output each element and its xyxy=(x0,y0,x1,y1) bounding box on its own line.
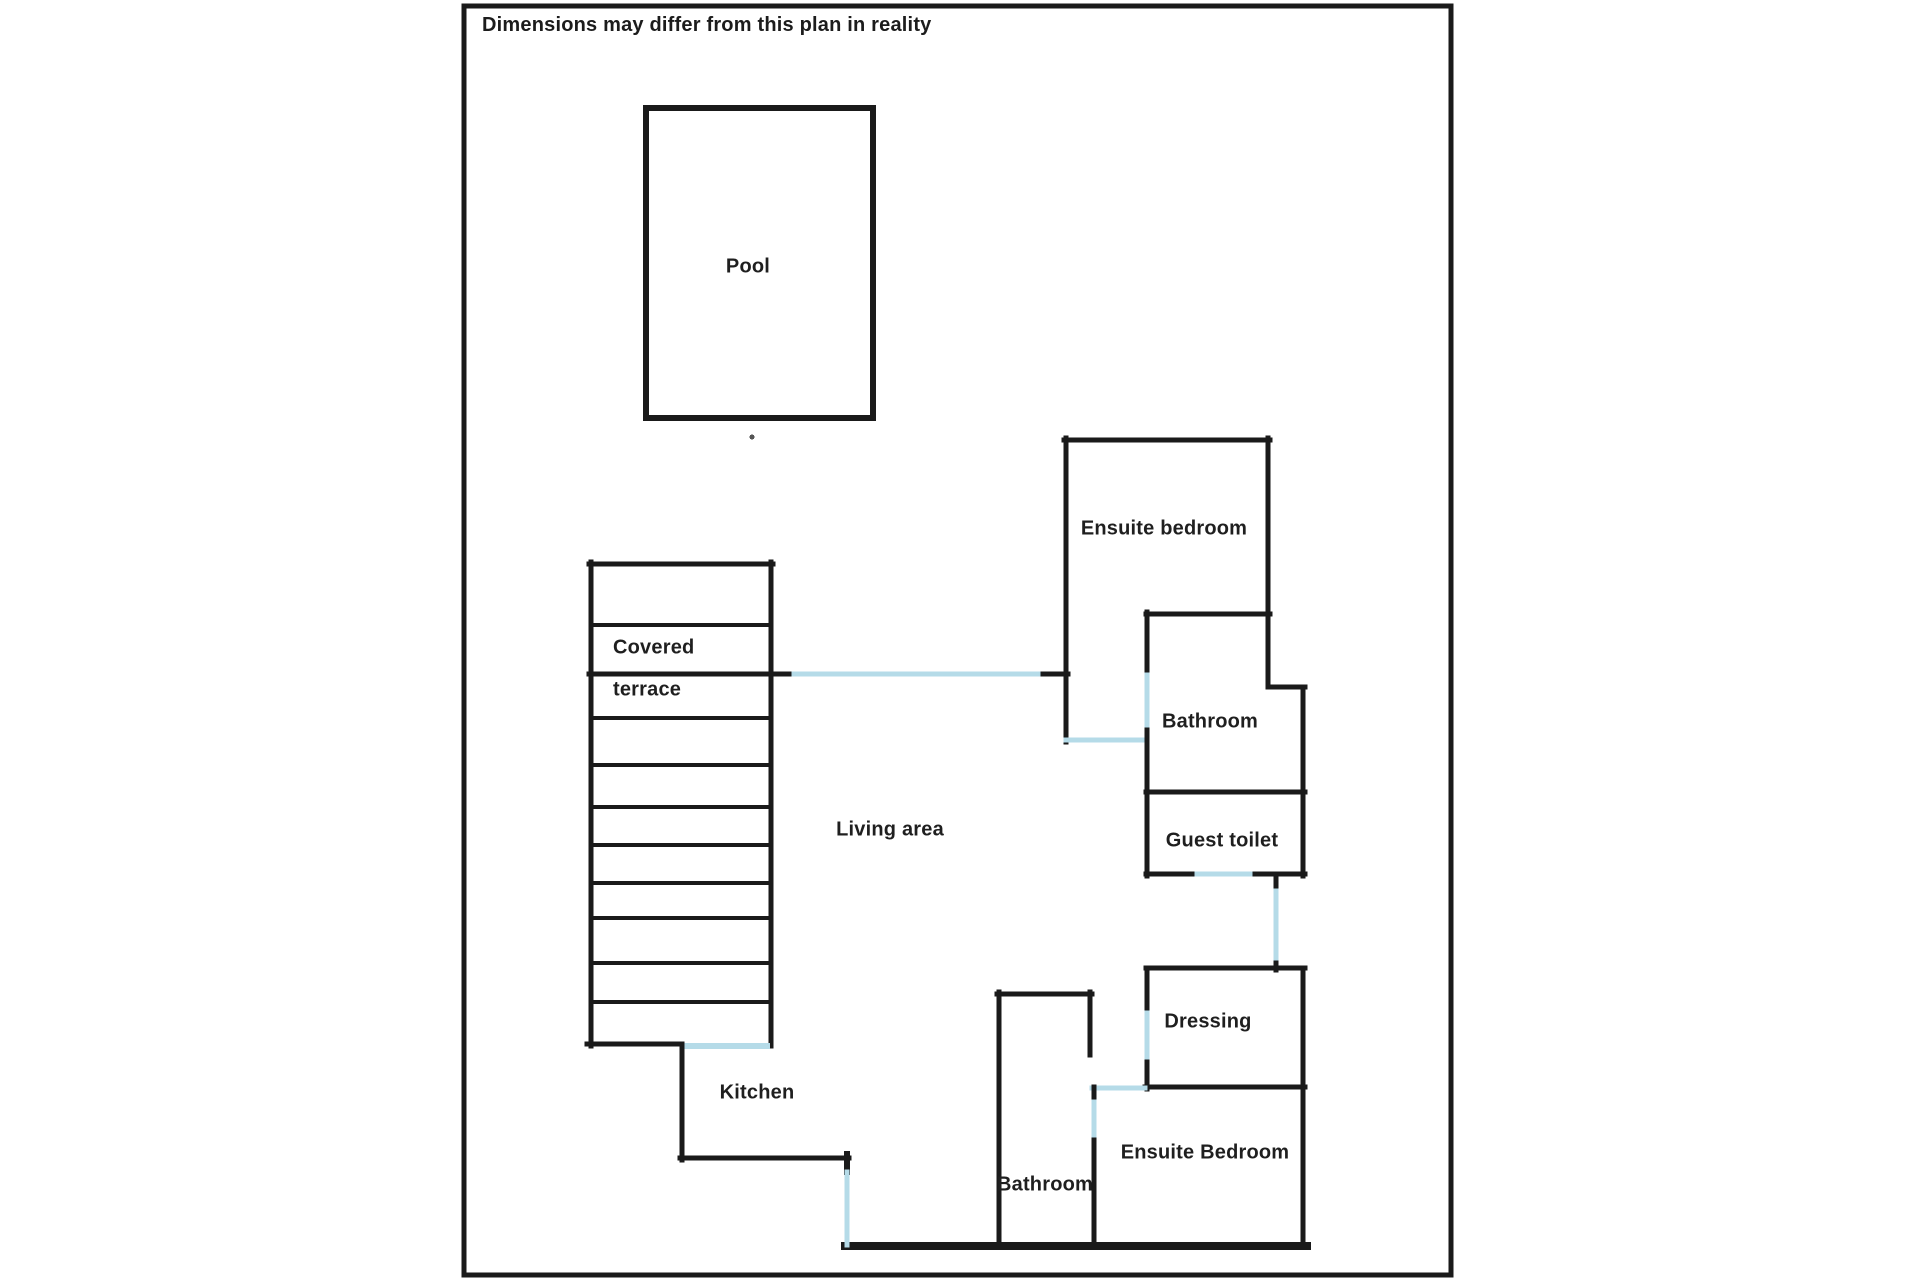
covered-terrace-label-line2: terrace xyxy=(613,678,682,701)
kitchen-walls xyxy=(677,1041,852,1248)
bathroom-top-walls xyxy=(1143,609,1308,879)
pool-label: Pool xyxy=(725,255,771,278)
bathroom-bottom-label: Bathroom xyxy=(996,1173,1094,1196)
dressing-label: Dressing xyxy=(1164,1010,1252,1033)
bathroom-bottom-walls xyxy=(994,989,1095,1250)
ensuite-bedroom-bottom-walls xyxy=(841,1084,1311,1250)
guest-toilet-label: Guest toilet xyxy=(1165,829,1279,852)
dressing-walls xyxy=(1142,965,1308,1250)
covered-terrace-label-line1: Covered xyxy=(613,636,695,659)
covered-terrace-deck-lines xyxy=(589,623,771,1004)
ensuite-bedroom-bottom-label: Ensuite Bedroom xyxy=(1120,1141,1290,1164)
living-area-label: Living area xyxy=(836,818,944,841)
bathroom-top-label: Bathroom xyxy=(1161,710,1259,733)
kitchen-label: Kitchen xyxy=(719,1081,795,1104)
outer-border xyxy=(461,3,1454,1278)
covered-terrace-outline xyxy=(584,559,776,1049)
ensuite-bedroom-top-label: Ensuite bedroom xyxy=(1080,517,1248,540)
pool-outline xyxy=(643,105,876,421)
disclaimer-text: Dimensions may differ from this plan in … xyxy=(482,14,932,36)
pool-marker-dot xyxy=(749,434,755,440)
ensuite-bedroom-top-walls xyxy=(1061,435,1273,745)
